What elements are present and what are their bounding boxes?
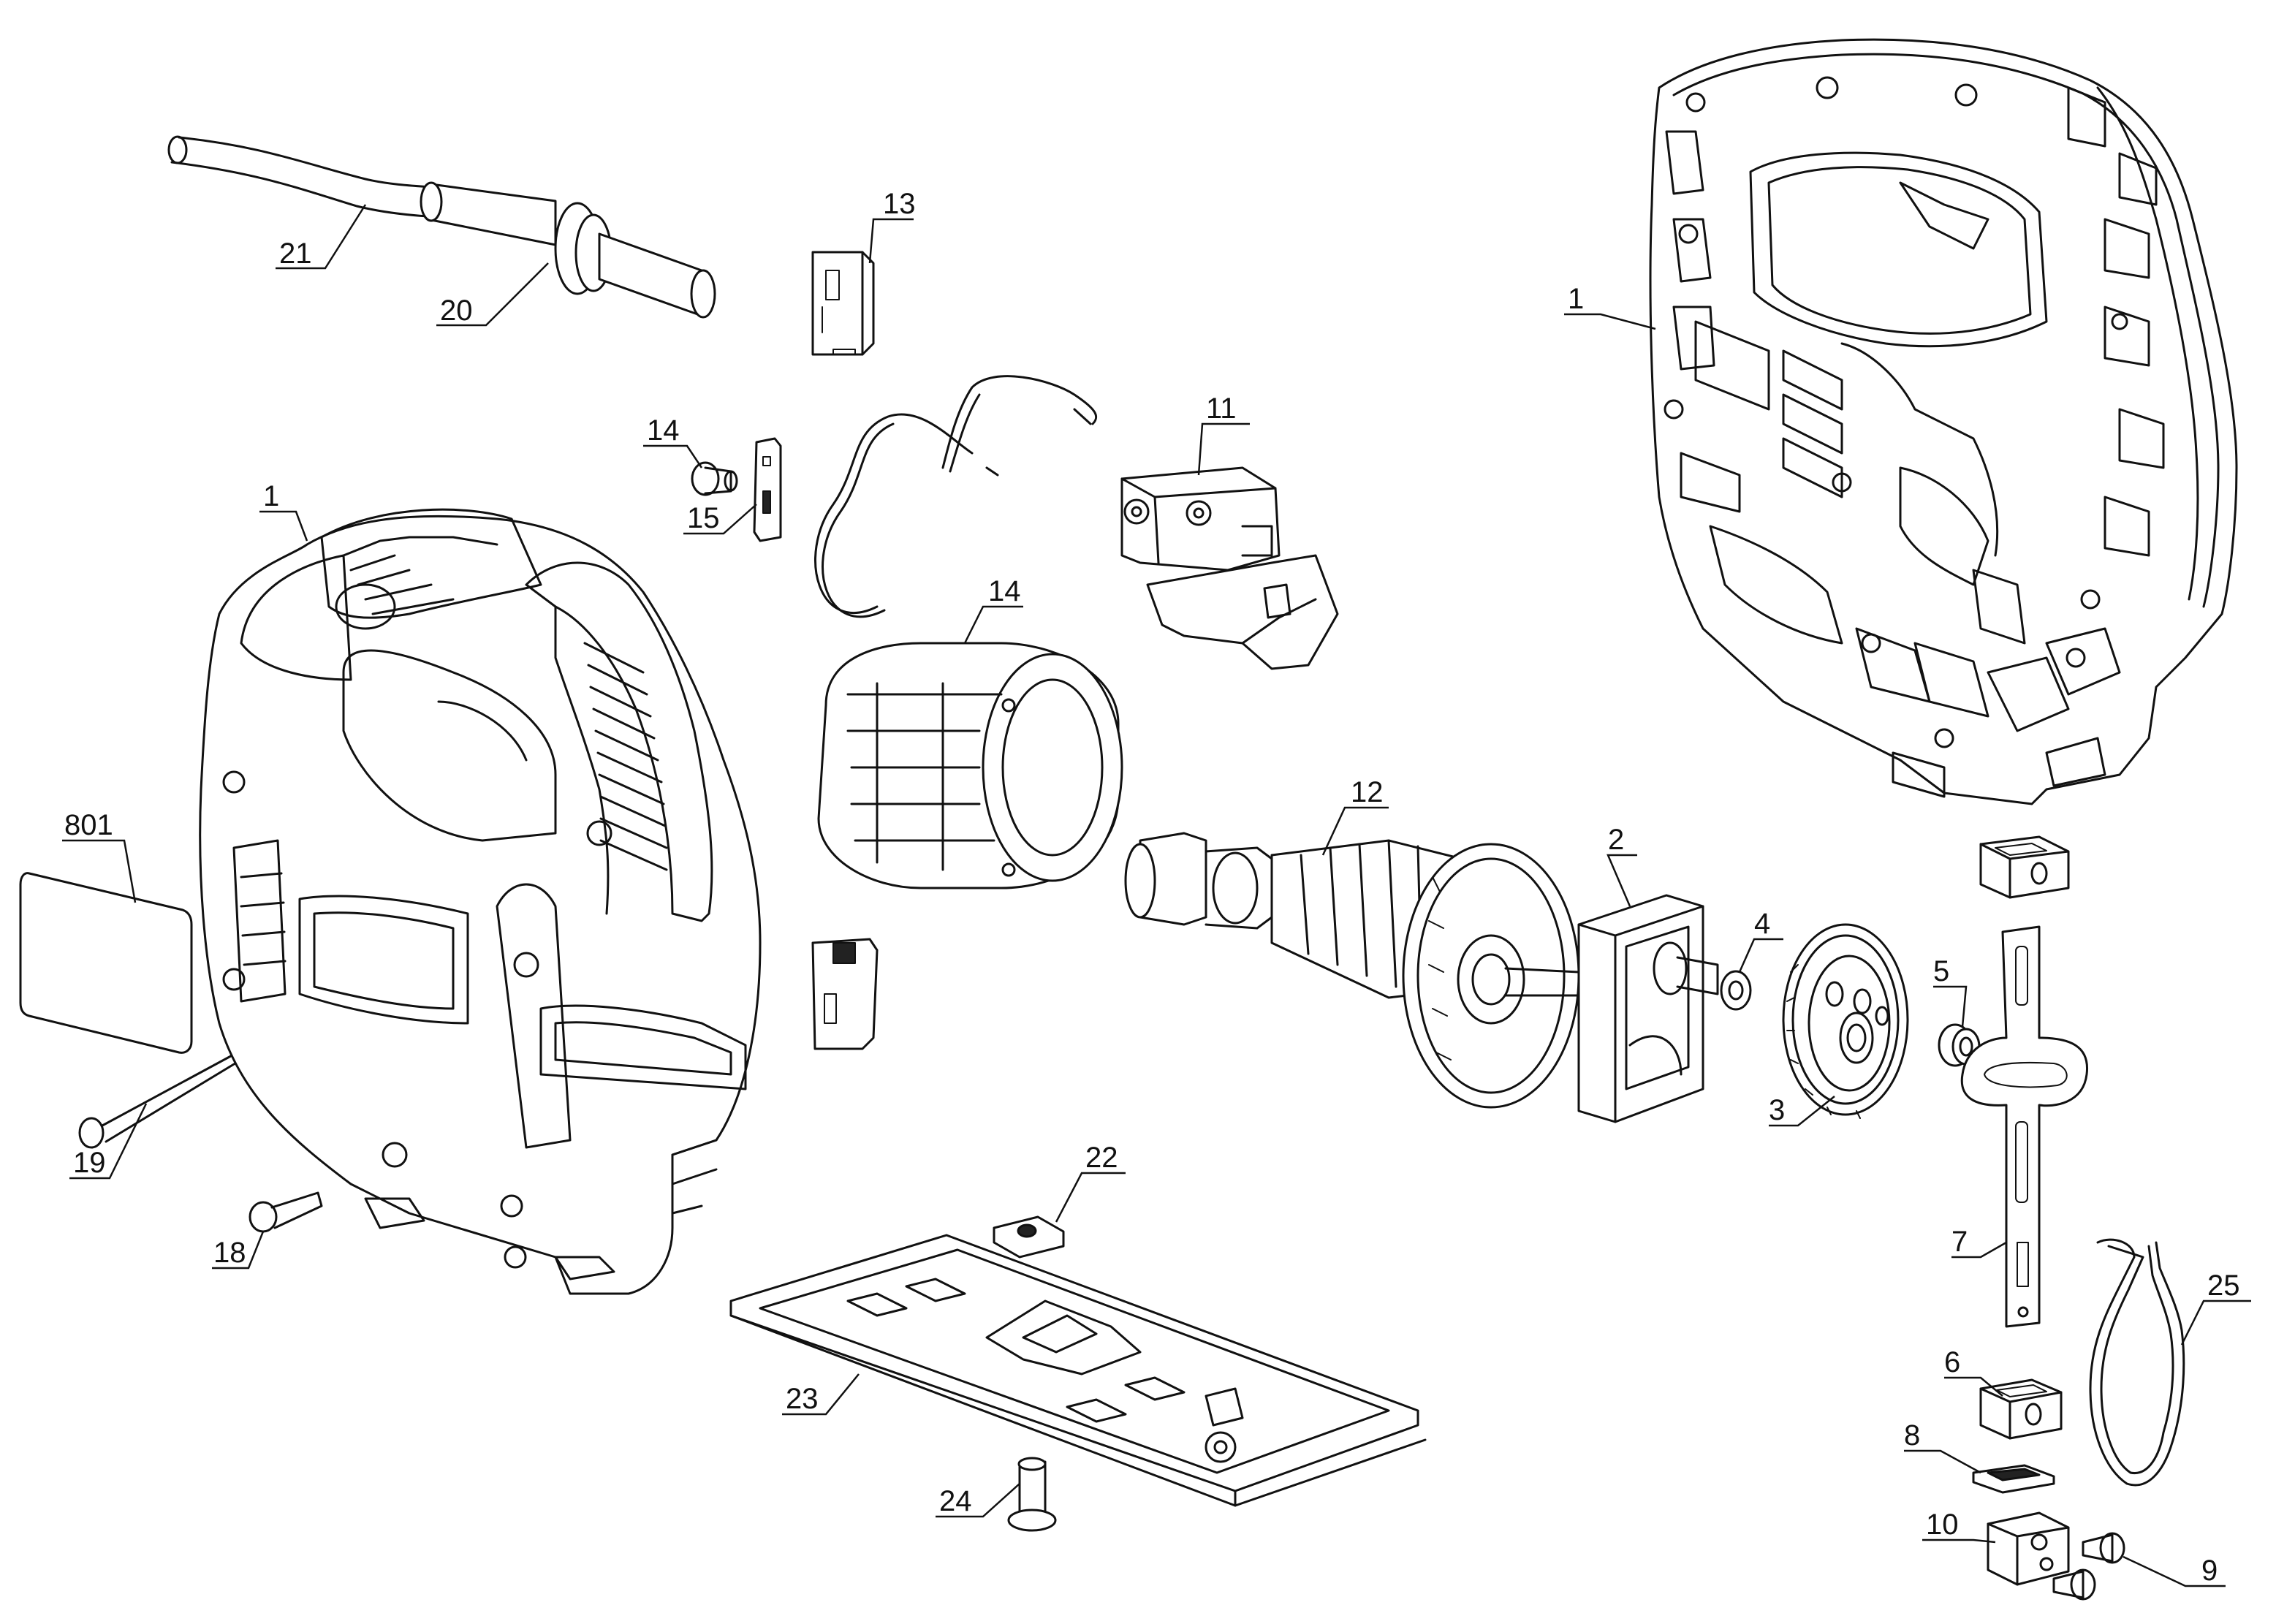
callout-16: 15 xyxy=(683,502,757,535)
callout-18: 18 xyxy=(212,1231,265,1270)
field-wires xyxy=(814,375,1098,618)
callout-22: 22 xyxy=(1055,1142,1126,1223)
guide-block-top xyxy=(1979,835,2070,899)
callout-5: 5 xyxy=(1933,955,1968,1028)
callout-6: 6 xyxy=(1944,1346,2003,1397)
callout-23: 23 xyxy=(782,1373,860,1416)
callout-3-label: 3 xyxy=(1769,1094,1785,1126)
part-11-switch xyxy=(1120,466,1339,670)
callout-1-right-label: 1 xyxy=(1568,283,1584,315)
callout-13: 13 xyxy=(868,188,916,264)
callout-20: 20 xyxy=(436,262,549,327)
callout-3: 3 xyxy=(1769,1094,1835,1127)
callout-7: 7 xyxy=(1951,1226,2007,1259)
callout-8: 8 xyxy=(1904,1419,1981,1474)
part-4-washer xyxy=(1720,970,1752,1011)
callout-18-label: 18 xyxy=(213,1237,246,1269)
part-1-housing-left xyxy=(199,508,762,1295)
part-20-cord-protector xyxy=(420,181,716,319)
part-21-cord xyxy=(167,135,433,218)
part-13-brush-holder xyxy=(811,251,875,356)
callout-19: 19 xyxy=(69,1103,148,1180)
callout-15-label: 14 xyxy=(647,414,680,447)
callout-2: 2 xyxy=(1606,824,1637,907)
callout-19-label: 19 xyxy=(73,1147,106,1179)
callout-12-label: 12 xyxy=(1351,776,1384,808)
part-18-screw xyxy=(249,1191,323,1233)
part-8-plate xyxy=(1972,1464,2055,1494)
callout-24: 24 xyxy=(936,1483,1020,1518)
callout-4: 4 xyxy=(1738,908,1783,973)
part-3-gear xyxy=(1782,923,1909,1119)
callout-10-label: 10 xyxy=(1926,1509,1959,1541)
callout-1-left: 1 xyxy=(259,480,308,542)
callout-9-label: 9 xyxy=(2201,1555,2218,1587)
part-25-guard xyxy=(2089,1238,2185,1487)
callout-20-label: 20 xyxy=(440,295,473,327)
callout-4-label: 4 xyxy=(1754,908,1770,940)
part-801-label xyxy=(19,872,193,1054)
callout-23-label: 23 xyxy=(786,1383,819,1415)
callout-12: 12 xyxy=(1321,776,1389,856)
callout-16-label: 15 xyxy=(687,502,720,534)
callout-10: 10 xyxy=(1922,1509,1996,1544)
callout-801-label: 801 xyxy=(64,809,113,841)
lower-brush-holder xyxy=(811,938,879,1050)
callout-21: 21 xyxy=(276,204,367,270)
callout-25: 25 xyxy=(2180,1270,2251,1346)
callout-22-label: 22 xyxy=(1085,1142,1118,1174)
part-9-screws xyxy=(2052,1532,2125,1601)
part-19-long-screw xyxy=(78,1051,243,1149)
part-22-nut xyxy=(993,1215,1065,1259)
callout-6-label: 6 xyxy=(1944,1346,1960,1378)
callout-11: 11 xyxy=(1197,392,1250,476)
part-7-plunger xyxy=(1960,925,2089,1328)
part-12-armature xyxy=(1124,832,1580,1109)
part-23-shoe xyxy=(729,1234,1427,1507)
callout-9: 9 xyxy=(2123,1555,2226,1587)
part-16-clip xyxy=(753,437,782,542)
callout-2-label: 2 xyxy=(1608,824,1624,856)
callout-14-label: 14 xyxy=(988,575,1021,607)
callout-5-label: 5 xyxy=(1933,955,1949,987)
part-15-screw xyxy=(691,461,738,496)
callout-1-right: 1 xyxy=(1564,283,1656,330)
part-24-screw xyxy=(1007,1457,1057,1532)
callout-11-label: 11 xyxy=(1206,392,1237,425)
callout-15: 14 xyxy=(643,414,703,468)
callout-7-label: 7 xyxy=(1951,1226,1968,1258)
callout-8-label: 8 xyxy=(1904,1419,1920,1452)
callout-21-label: 21 xyxy=(279,238,312,270)
part-1-housing-right xyxy=(1649,38,2238,805)
part-10-clamp xyxy=(1987,1511,2070,1586)
callout-14: 14 xyxy=(963,575,1023,644)
callout-24-label: 24 xyxy=(939,1485,972,1517)
part-2-bearing-housing xyxy=(1577,894,1719,1123)
callout-801: 801 xyxy=(62,809,137,903)
callout-13-label: 13 xyxy=(883,188,916,220)
part-14-stator xyxy=(817,642,1123,889)
callout-1-left-label: 1 xyxy=(263,480,279,512)
callout-25-label: 25 xyxy=(2207,1270,2240,1302)
